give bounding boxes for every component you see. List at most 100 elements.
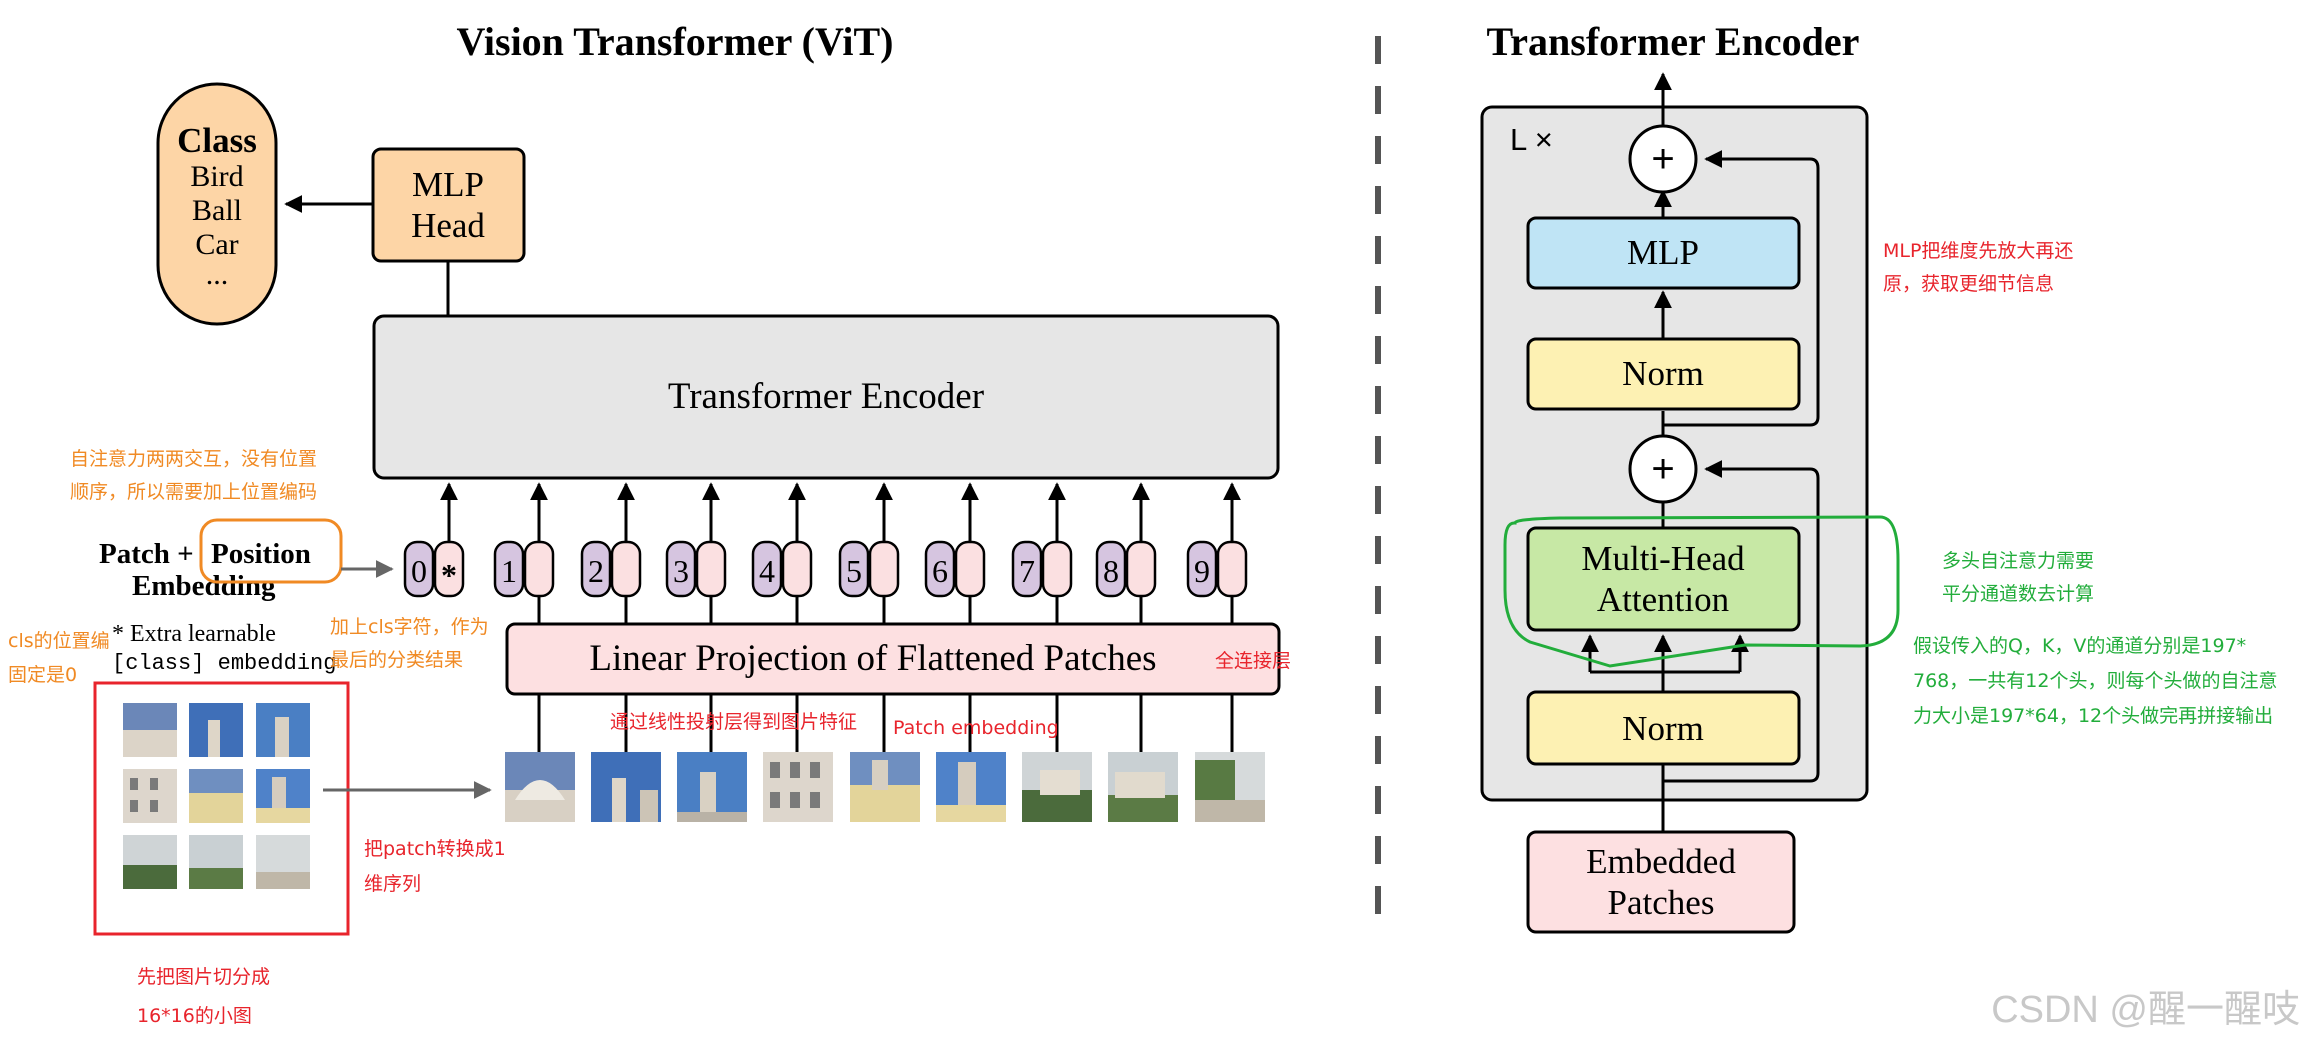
token-7: 7: [1011, 540, 1073, 598]
token-label-4: 4: [759, 553, 775, 589]
anno-self-attention-1: 自注意力两两交互，没有位置: [70, 448, 317, 470]
patch-image: [1022, 752, 1092, 822]
anno-mlp-2: 原，获取更细节信息: [1883, 273, 2054, 295]
token-3: 3: [665, 540, 727, 598]
token-0: 0 *: [403, 540, 465, 598]
image-grid-highlight: [93, 681, 350, 936]
token-label-7: 7: [1019, 553, 1035, 589]
anno-split-1: 先把图片切分成: [137, 966, 270, 988]
anno-add-cls-2: 最后的分类结果: [330, 649, 463, 671]
vit-encoder-label: Transformer Encoder: [668, 376, 984, 417]
grid-patch: [189, 835, 243, 889]
encoder-norm-bottom-label: Norm: [1622, 709, 1704, 748]
mlp-head-line2: Head: [411, 206, 485, 245]
anno-add-cls-1: 加上cls字符，作为: [330, 616, 489, 638]
anno-qkv-1: 假设传入的Q，K，V的通道分别是197*: [1913, 635, 2246, 657]
token-label-8: 8: [1103, 553, 1119, 589]
grid-patch: [123, 769, 177, 823]
anno-cls-pos-2: 固定是0: [8, 664, 77, 686]
anno-split-2: 16*16的小图: [137, 1005, 252, 1027]
patch-sequence: [505, 752, 1265, 822]
extra-learnable-line2: [class] embedding: [112, 651, 336, 676]
class-item-bird: Bird: [190, 160, 243, 193]
class-box: Class Bird Ball Car ...: [156, 82, 278, 326]
grid-patch: [189, 769, 243, 823]
class-item-car: Car: [195, 228, 238, 261]
patch-plus-text: Patch +: [99, 538, 194, 570]
token-label-3: 3: [673, 553, 689, 589]
encoder-mha-box: [1526, 526, 1801, 632]
residual-add-top: [1628, 124, 1698, 194]
patch-image: [505, 752, 575, 822]
token-arrows: [440, 482, 1241, 542]
residual-path-top: [1663, 150, 1820, 427]
class-title: Class: [177, 121, 257, 160]
cls-star: *: [441, 557, 457, 593]
patch-image: [1195, 752, 1265, 822]
token-4: 4: [751, 540, 813, 598]
class-item-ball: Ball: [192, 194, 242, 227]
anno-patch-seq-2: 维序列: [364, 873, 421, 895]
residual-add-mid: [1628, 434, 1698, 504]
patch-to-projection-lines: [537, 694, 1234, 752]
linear-projection-label: Linear Projection of Flattened Patches: [589, 638, 1156, 679]
patch-image: [936, 752, 1006, 822]
token-label-2: 2: [588, 553, 604, 589]
grid-patch: [189, 703, 243, 757]
token-5: 5: [838, 540, 900, 598]
embedded-patches-box: [1526, 830, 1796, 934]
mha-line2: Attention: [1597, 580, 1729, 619]
patch-image: [677, 752, 747, 822]
token-9: 9: [1186, 540, 1248, 598]
patch-image: [850, 752, 920, 822]
residual-path-bottom: [1663, 460, 1820, 783]
token-label-6: 6: [932, 553, 948, 589]
grid-patch: [123, 703, 177, 757]
patch-position-label: Patch + Position: [99, 538, 311, 570]
linear-projection-box: Linear Projection of Flattened Patches: [505, 622, 1281, 696]
position-text: Position: [211, 538, 311, 570]
anno-fully-connected: 全连接层: [1215, 650, 1291, 672]
vit-transformer-encoder-box: Transformer Encoder: [372, 314, 1280, 480]
residual-add-top-symbol: +: [1651, 137, 1674, 181]
anno-mha-1: 多头自注意力需要: [1942, 550, 2094, 572]
encoder-mlp-box: [1526, 216, 1801, 290]
encoder-norm-bottom-box: [1526, 690, 1801, 766]
projection-to-token-lines: [537, 596, 1234, 624]
watermark: CSDN @醒一醒吱: [1991, 989, 2300, 1031]
embedded-line2: Patches: [1608, 883, 1715, 922]
token-label-1: 1: [501, 553, 517, 589]
anno-cls-pos-1: cls的位置编: [8, 630, 110, 652]
encoder-title: Transformer Encoder: [1487, 19, 1860, 64]
token-8: 8: [1095, 540, 1157, 598]
mlp-head-line1: MLP: [412, 165, 484, 204]
token-1: 1: [493, 540, 555, 598]
anno-mha-2: 平分通道数去计算: [1942, 583, 2094, 605]
token-label-9: 9: [1194, 553, 1210, 589]
anno-qkv-3: 力大小是197*64，12个头做完再拼接输出: [1913, 705, 2273, 727]
encoder-norm-top-box: [1526, 337, 1801, 411]
anno-patch-embedding: Patch embedding: [893, 717, 1059, 739]
position-highlight: [199, 518, 343, 584]
anno-qkv-2: 768，一共有12个头，则每个头做的自注意: [1913, 670, 2277, 692]
grid-patch: [256, 835, 310, 889]
repeat-label: L ×: [1510, 122, 1553, 157]
mha-line1: Multi-Head: [1581, 539, 1745, 578]
patch-image: [591, 752, 661, 822]
grid-patch: [256, 769, 310, 823]
embedded-line1: Embedded: [1586, 842, 1736, 881]
image-grid: [123, 703, 310, 889]
mlp-head-box: MLP Head: [371, 147, 526, 263]
residual-add-mid-symbol: +: [1651, 447, 1674, 491]
extra-learnable-line1: * Extra learnable: [112, 621, 276, 647]
anno-self-attention-2: 顺序，所以需要加上位置编码: [70, 481, 317, 503]
anno-linear-feature: 通过线性投射层得到图片特征: [610, 711, 857, 733]
patch-image: [1108, 752, 1178, 822]
class-item-ellipsis: ...: [206, 258, 229, 291]
grid-patch: [123, 835, 177, 889]
encoder-mlp-label: MLP: [1627, 233, 1699, 272]
grid-patch: [256, 703, 310, 757]
anno-patch-seq-1: 把patch转换成1: [364, 838, 506, 860]
token-label-0: 0: [411, 553, 427, 589]
